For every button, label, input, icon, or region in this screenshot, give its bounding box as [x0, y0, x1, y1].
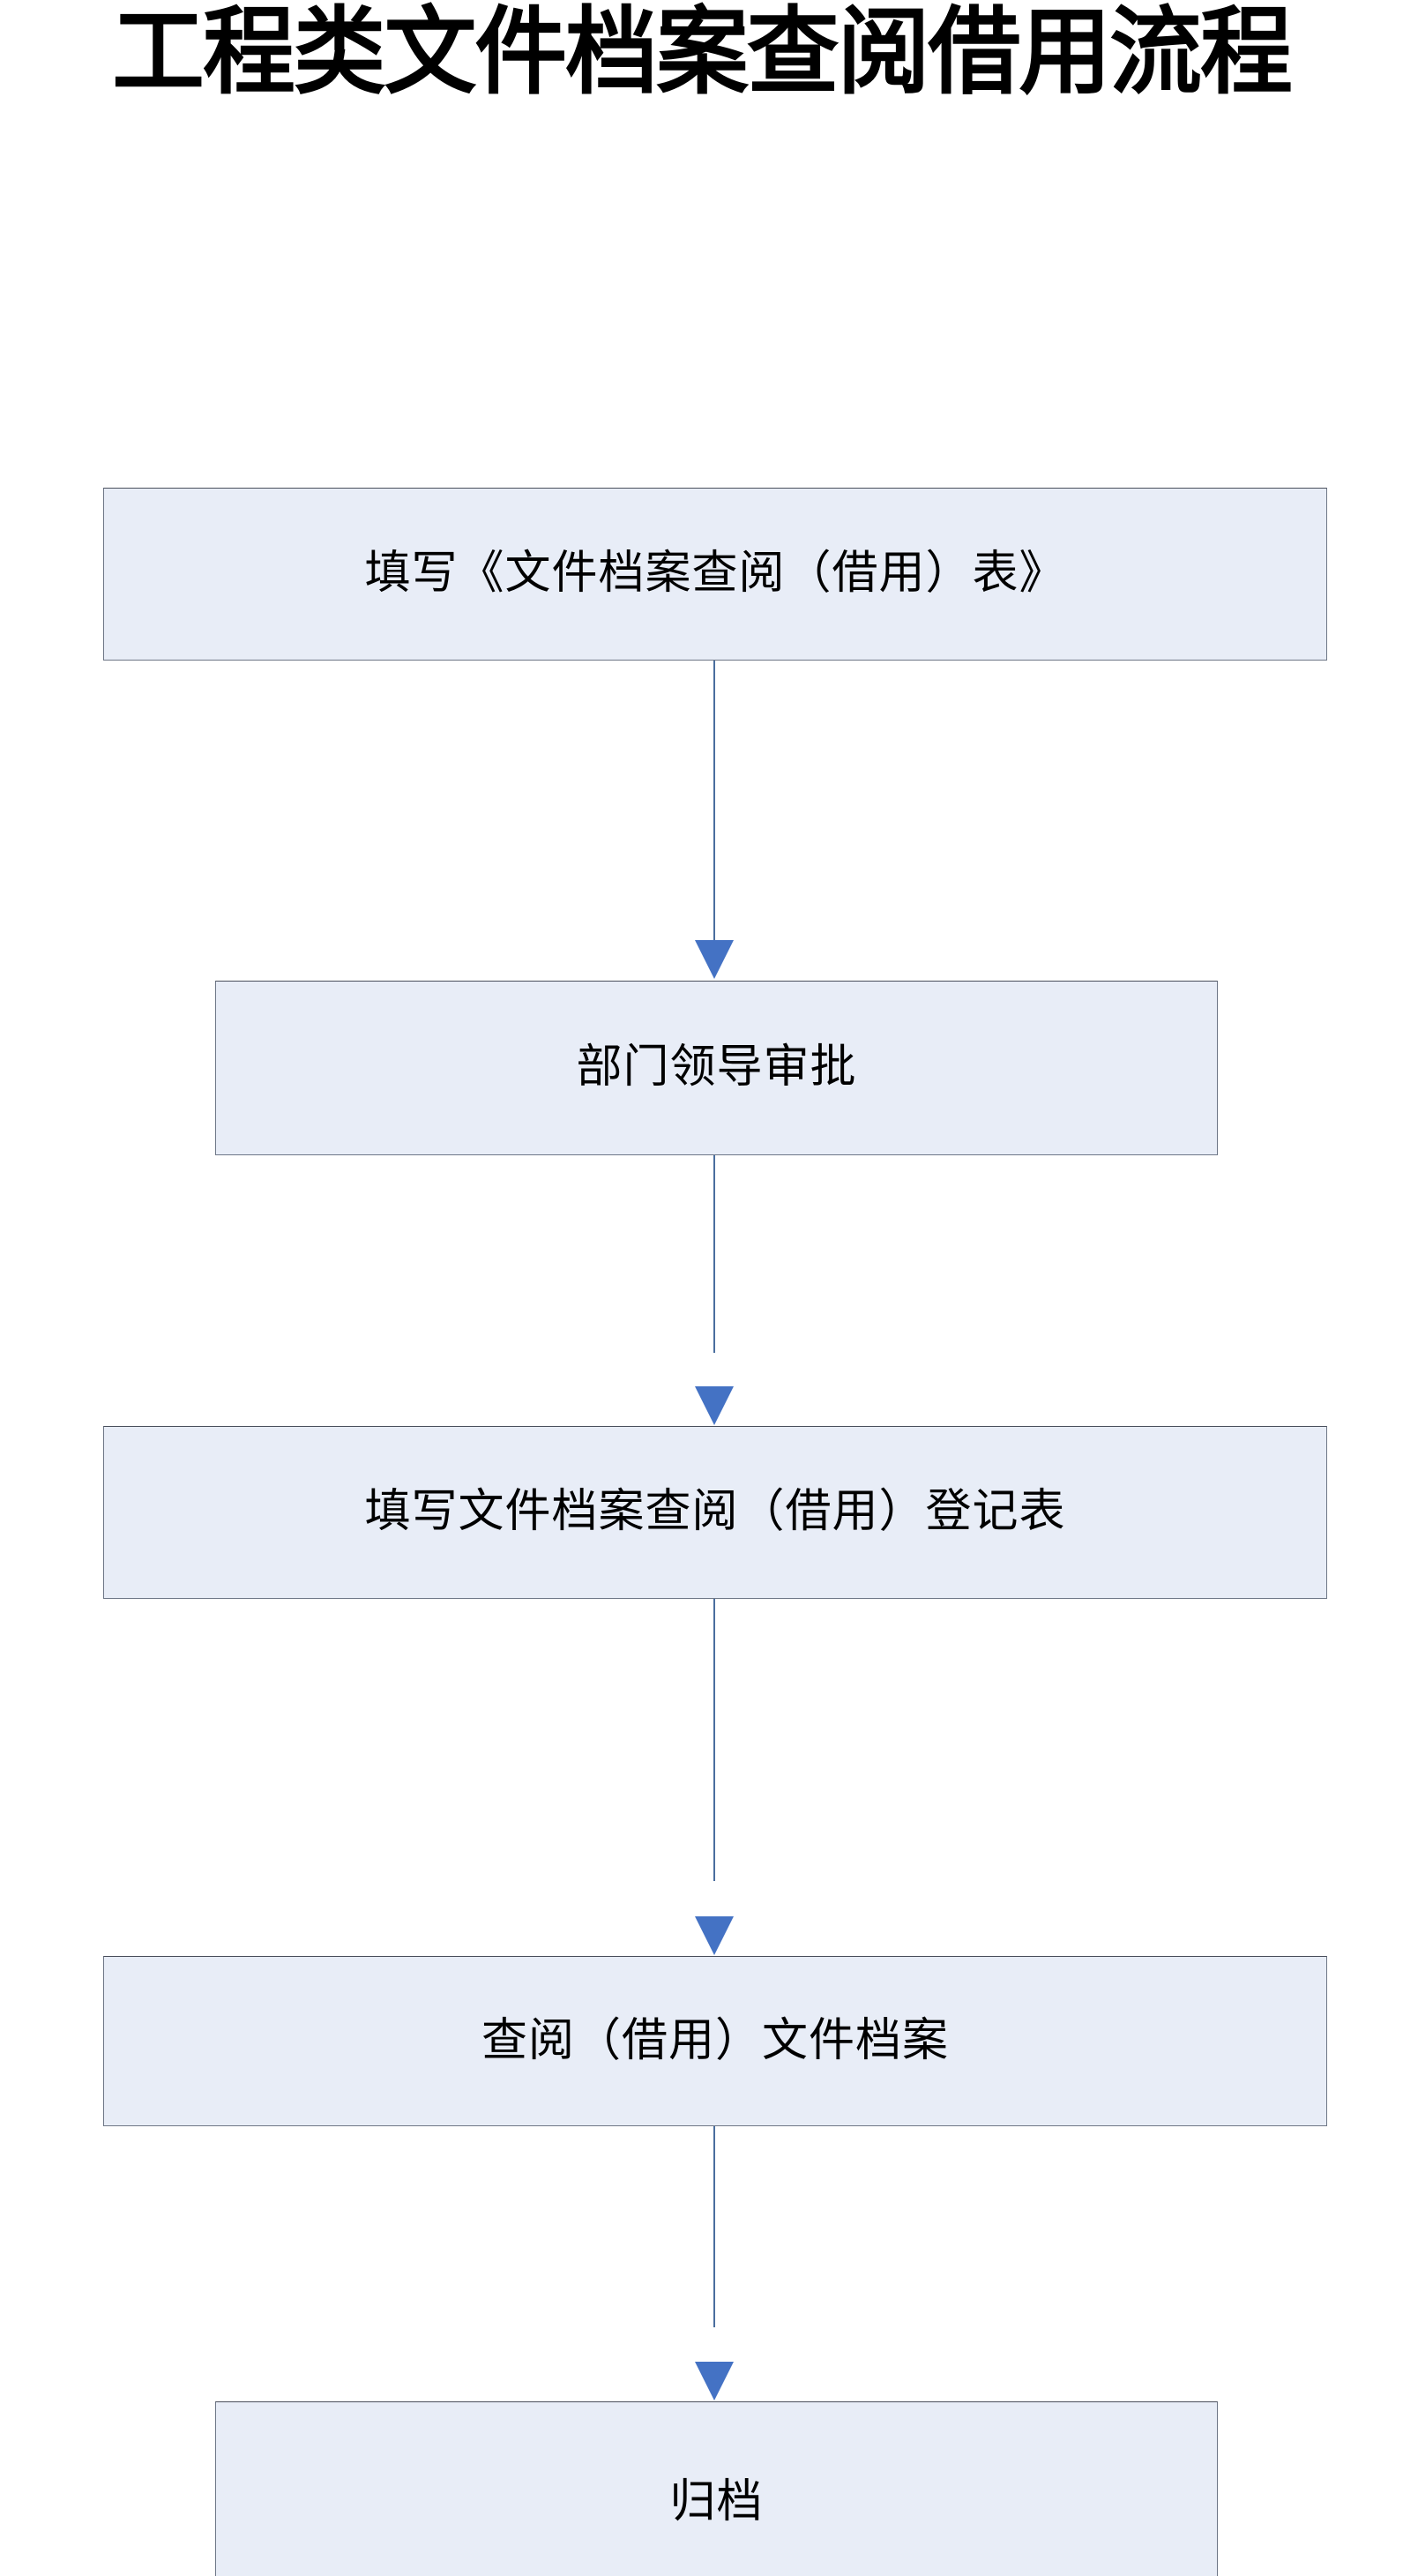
- arrow-down-icon: [695, 1916, 734, 1955]
- arrow-down-icon: [695, 940, 734, 979]
- flow-node-step-1[interactable]: 填写《文件档案查阅（借用）表》: [103, 488, 1327, 661]
- connector-step-3-to-step-4: [713, 1599, 715, 1881]
- flow-node-label: 部门领导审批: [576, 1042, 857, 1094]
- connector-step-4-to-step-5: [713, 2126, 715, 2327]
- connector-step-1-to-step-2: [713, 661, 715, 943]
- flow-node-step-3[interactable]: 填写文件档案查阅（借用）登记表: [103, 1426, 1327, 1599]
- flow-node-step-4[interactable]: 查阅（借用）文件档案: [103, 1956, 1327, 2126]
- page-title: 工程类文件档案查阅借用流程: [112, 1, 1293, 106]
- connector-step-2-to-step-3: [713, 1155, 715, 1353]
- flow-node-step-2[interactable]: 部门领导审批: [215, 981, 1218, 1155]
- flow-node-label: 查阅（借用）文件档案: [481, 2015, 949, 2066]
- flow-node-label: 填写《文件档案查阅（借用）表》: [364, 549, 1066, 600]
- flow-node-label: 归档: [669, 2477, 764, 2528]
- flow-node-label: 填写文件档案查阅（借用）登记表: [364, 1487, 1066, 1538]
- arrow-down-icon: [695, 1386, 734, 1425]
- arrow-down-icon: [695, 2362, 734, 2401]
- flow-node-step-5[interactable]: 归档: [215, 2401, 1218, 2576]
